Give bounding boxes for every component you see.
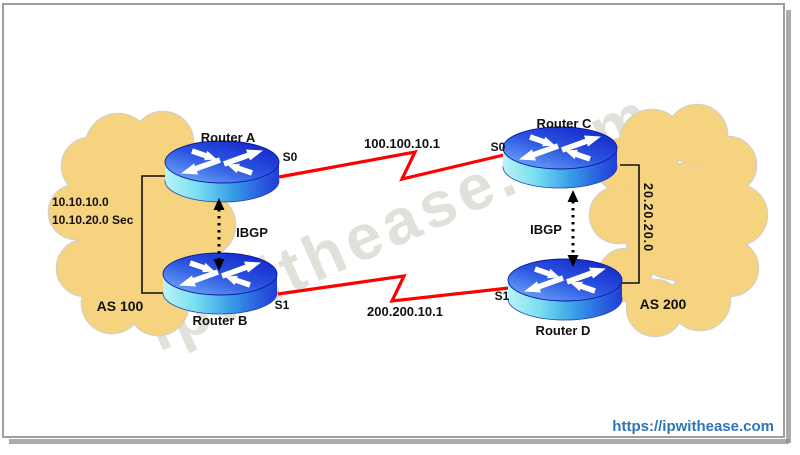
ibgp-right-label: IBGP [530,222,562,237]
router-c-label: Router C [536,116,592,131]
as100-label: AS 100 [96,298,144,314]
top-link-ip-label: 100.100.10.1 [364,136,440,151]
router-d-label: Router D [535,323,591,338]
as100-network-primary: 10.10.10.0 [52,195,109,209]
ibgp-arrow-left [213,198,225,271]
router-a-icon [165,141,279,202]
right-network-bracket [620,164,640,284]
router-b-label: Router B [192,313,248,328]
as200-network-label: 20.20.20.0 [641,183,655,253]
serial-link-bottom [277,273,510,303]
router-c-interface-label: S0 [490,140,506,154]
frame-border [2,3,785,438]
site-link[interactable]: https://ipwithease.com [612,418,774,435]
as100-network-secondary: 10.10.20.0 Sec [52,213,134,227]
frame-shadow-bottom [9,439,789,444]
serial-link-top [278,149,509,182]
left-network-bracket [141,175,178,294]
frame-shadow-right [786,10,791,443]
router-d-interface-label: S1 [494,289,510,303]
bottom-link-ip-label: 200.200.10.1 [367,304,443,319]
router-d-icon [508,259,622,320]
router-a-interface-label: S0 [282,150,298,164]
router-c-icon [503,127,617,188]
ibgp-arrow-right [567,190,579,267]
router-b-interface-label: S1 [274,298,290,312]
ibgp-left-label: IBGP [236,225,268,240]
as200-label: AS 200 [639,296,687,312]
router-a-label: Router A [200,130,256,145]
